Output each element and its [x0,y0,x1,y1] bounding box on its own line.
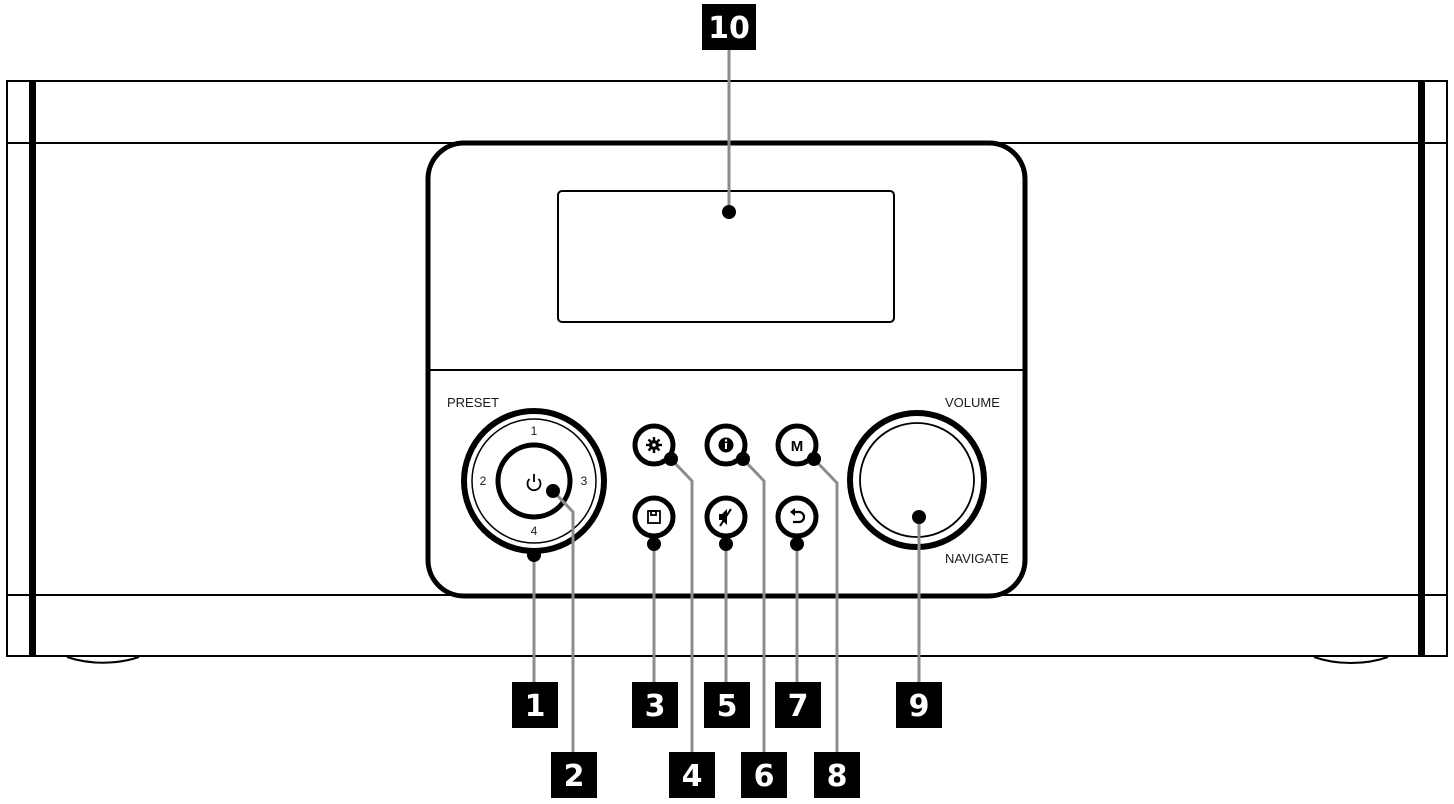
right-foot [1313,656,1389,665]
svg-text:9: 9 [909,689,930,724]
svg-text:6: 6 [754,759,775,794]
leader-6 [741,457,766,754]
navigate-label: NAVIGATE [945,551,1009,566]
svg-text:4: 4 [682,759,703,794]
callout-10: 10 [702,4,756,50]
gear-icon [646,437,662,453]
volume-ring-inner [859,422,975,538]
power-button[interactable] [495,442,573,520]
callout-9: 9 [896,682,942,728]
callout-4: 4 [669,752,715,798]
dot-2 [546,484,560,498]
callout-7: 7 [775,682,821,728]
preset-label: PRESET [447,395,499,410]
volume-label: VOLUME [945,395,1000,410]
svg-text:2: 2 [564,759,585,794]
callout-8: 8 [814,752,860,798]
info-icon [718,437,734,453]
volume-ring-outer [847,410,987,550]
dot-6 [736,452,750,466]
svg-text:5: 5 [717,689,738,724]
mode-button[interactable]: M [775,423,819,467]
power-icon [526,474,542,492]
leader-8 [812,457,839,754]
leader-4 [669,457,694,754]
leader-lines [532,47,921,754]
dot-3 [647,537,661,551]
back-button[interactable] [775,495,819,539]
dot-8 [807,452,821,466]
settings-button[interactable] [632,423,676,467]
svg-text:10: 10 [708,11,750,46]
svg-text:1: 1 [525,689,546,724]
mode-label: M [791,438,804,455]
preset-ring-inner [471,418,597,544]
left-foot [66,656,140,664]
dot-5 [719,537,733,551]
mute-button[interactable] [704,495,748,539]
svg-text:3: 3 [645,689,666,724]
save-icon [647,510,661,524]
display-screen [557,190,895,323]
leader-2 [553,491,575,754]
dot-1 [527,548,541,562]
svg-text:8: 8 [827,759,848,794]
info-button[interactable] [704,423,748,467]
preset-number-1: 1 [531,424,538,438]
right-side-bar [1418,81,1425,656]
preset-number-2: 2 [480,474,487,488]
preset-number-3: 3 [581,474,588,488]
left-side-bar [29,81,36,656]
preset-number-4: 4 [531,524,538,538]
dot-4 [664,452,678,466]
callout-2: 2 [551,752,597,798]
dot-9 [912,510,926,524]
callout-6: 6 [741,752,787,798]
dot-10 [722,205,736,219]
callout-1: 1 [512,682,558,728]
volume-knob[interactable] [847,410,987,550]
callout-5: 5 [704,682,750,728]
anchor-dots [527,205,926,562]
dot-7 [790,537,804,551]
callout-3: 3 [632,682,678,728]
back-icon [790,508,806,524]
mute-icon [719,508,732,527]
svg-text:7: 7 [788,689,809,724]
save-button[interactable] [632,495,676,539]
